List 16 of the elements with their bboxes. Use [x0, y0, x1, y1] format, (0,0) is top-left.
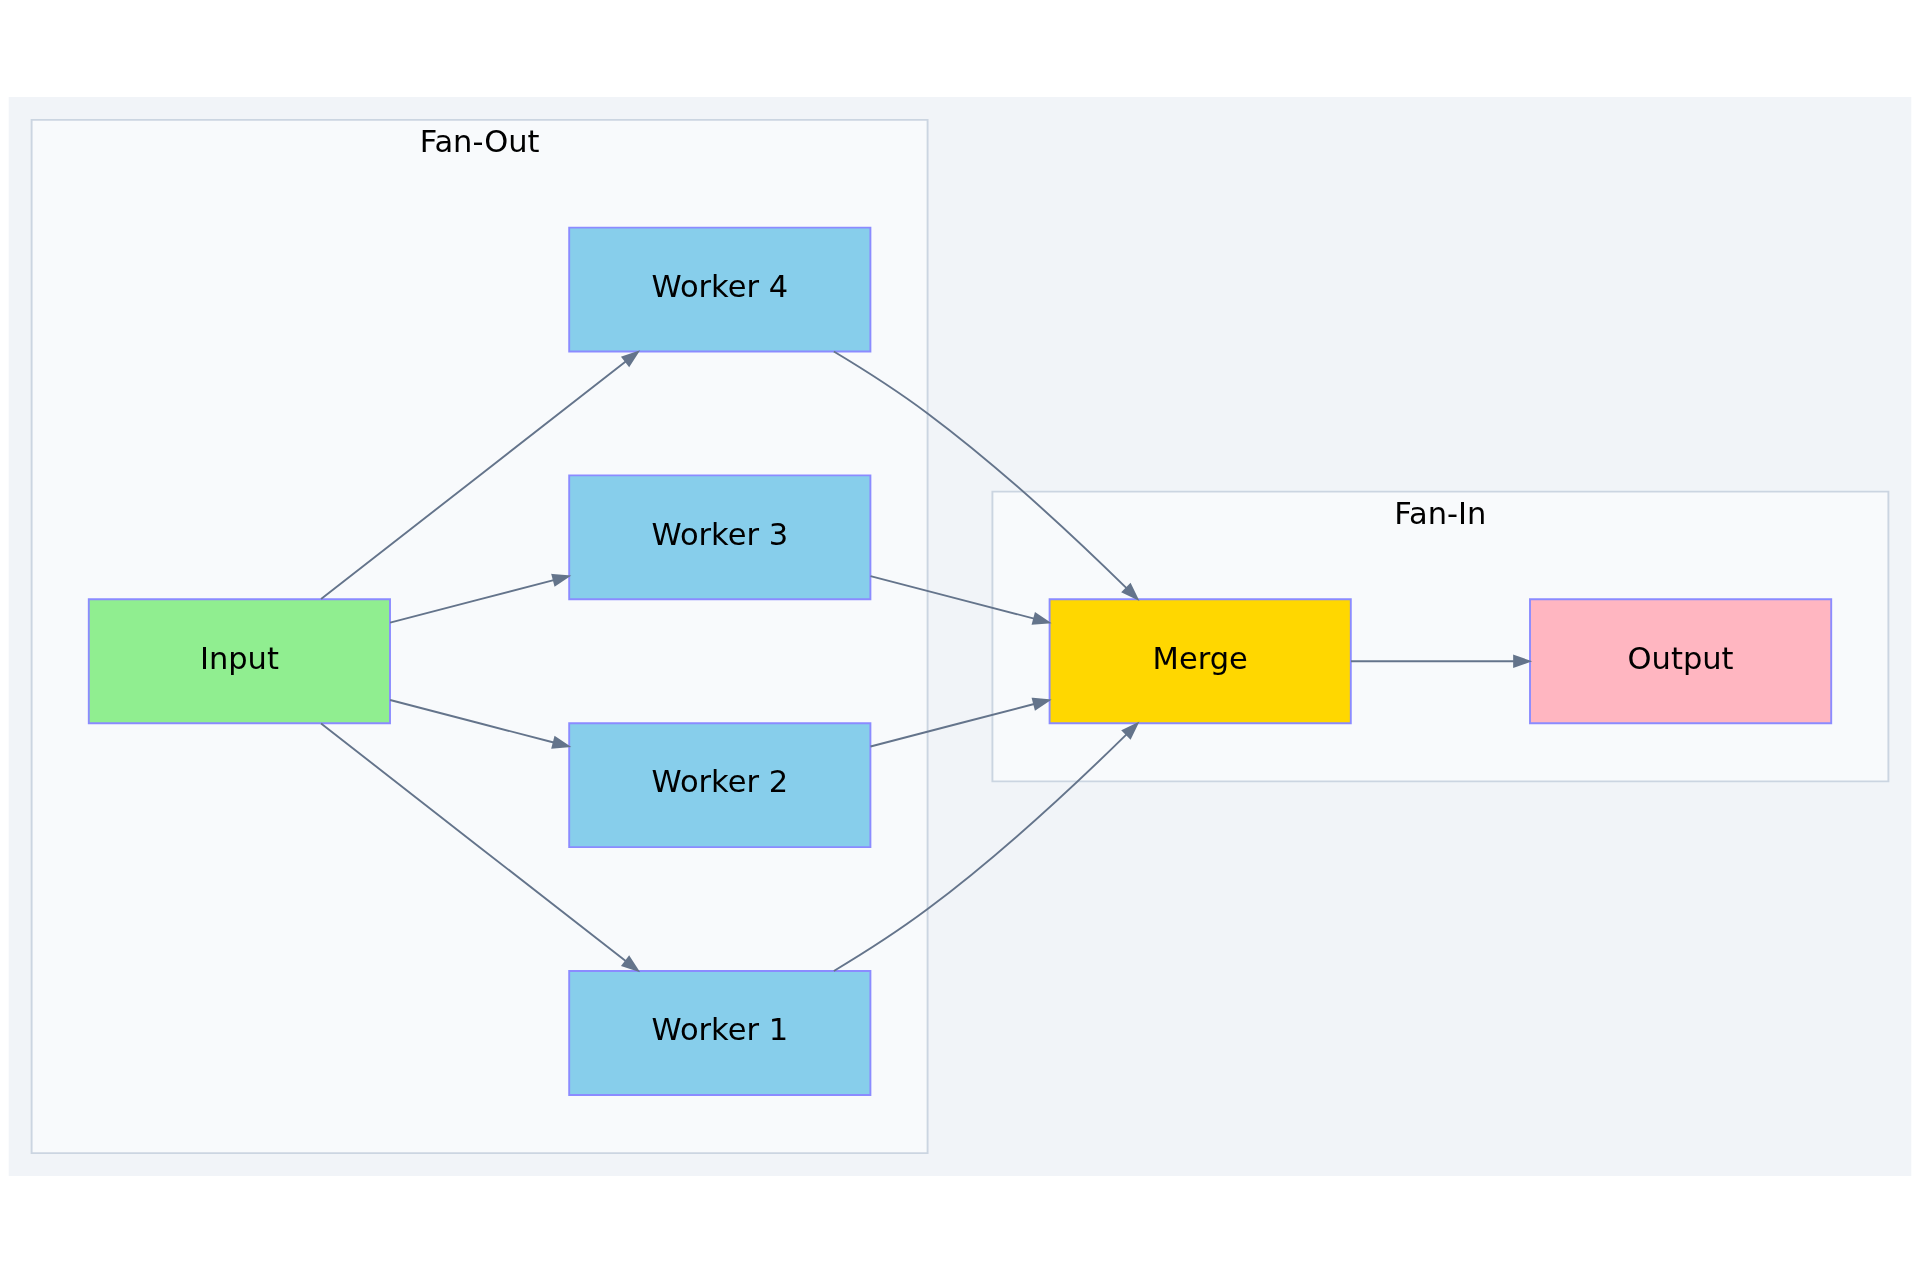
arrow	[869, 574, 1052, 625]
node-box: Worker 1	[568, 969, 872, 1096]
arrow	[1350, 654, 1533, 668]
node-box: Merge	[1048, 597, 1352, 724]
arrow	[389, 698, 572, 749]
node-box: Input	[87, 597, 391, 724]
node-box: Worker 2	[568, 721, 872, 848]
arrow	[389, 573, 572, 624]
arrow	[832, 721, 1140, 972]
node-box: Worker 4	[568, 226, 872, 352]
node-box: Worker 3	[568, 473, 872, 600]
arrow	[869, 697, 1052, 747]
arrow	[320, 722, 641, 972]
node-box: Output	[1529, 597, 1833, 724]
arrow	[832, 350, 1140, 601]
arrow	[320, 349, 641, 600]
